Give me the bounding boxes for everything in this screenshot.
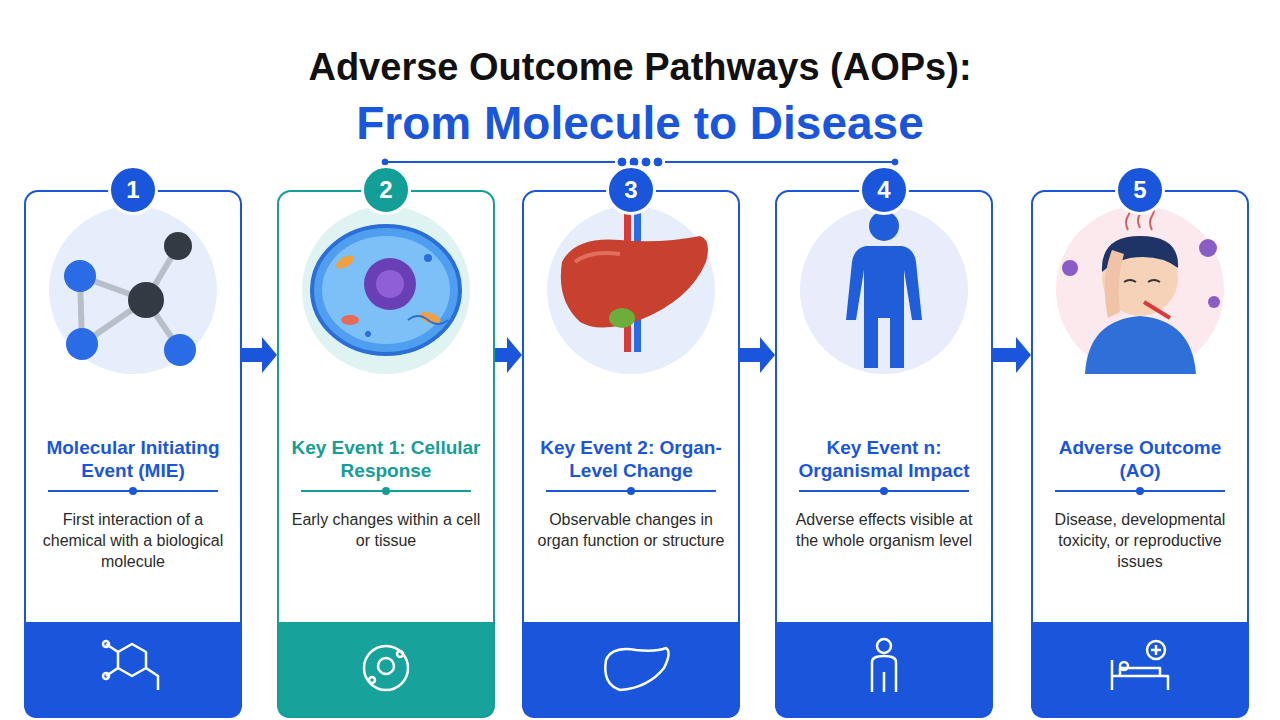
icon-ground: [800, 206, 968, 374]
divider: [546, 490, 716, 492]
divider-dot: [1136, 487, 1144, 495]
stage-card: Adverse Outcome (AO) Disease, development…: [1031, 190, 1249, 718]
stage-heading: Adverse Outcome (AO): [1043, 436, 1237, 482]
sick-person-illustration: [1062, 202, 1220, 374]
step-number: 4: [859, 165, 909, 215]
stage-card: Key Event 1: Cellular ResponseEarly chan…: [277, 190, 495, 718]
stage-card: Molecular Initiating Event (MIE) First in…: [24, 190, 242, 718]
step-number: 2: [361, 165, 411, 215]
step-number: 3: [606, 165, 656, 215]
stage-heading: Key Event n: Organismal Impact: [787, 436, 981, 482]
title: Adverse Outcome Pathways (AOPs):: [0, 46, 1280, 89]
stage-card: Key Event 2: Organ-Level ChangeObservabl…: [522, 190, 740, 718]
flow-arrow: [993, 337, 1031, 373]
divider: [799, 490, 969, 492]
title-rule: [382, 158, 898, 166]
human-illustration: [846, 211, 922, 368]
flow-arrow: [495, 337, 522, 373]
icon-ground: [547, 206, 715, 374]
divider-dot: [627, 487, 635, 495]
icon-ground: [1056, 206, 1224, 374]
divider: [1055, 490, 1225, 492]
stage-heading: Key Event 2: Organ-Level Change: [534, 436, 728, 482]
divider-dot: [382, 487, 390, 495]
stage-description: First interaction of a chemical with a b…: [38, 510, 228, 572]
step-number: 1: [108, 165, 158, 215]
stage-description: Observable changes in organ function or …: [536, 510, 726, 552]
cell-illustration: [312, 226, 460, 354]
stage-heading: Molecular Initiating Event (MIE): [36, 436, 230, 482]
icon-ground: [302, 206, 470, 374]
flow-arrow: [740, 337, 775, 373]
molecule-illustration: [64, 232, 196, 366]
stage-description: Early changes within a cell or tissue: [291, 510, 481, 552]
divider: [48, 490, 218, 492]
subtitle: From Molecule to Disease: [0, 96, 1280, 150]
stage-card: Key Event n: Organismal ImpactAdverse ef…: [775, 190, 993, 718]
icon-ground: [49, 206, 217, 374]
card-band: [24, 622, 1249, 718]
divider: [301, 490, 471, 492]
step-number: 5: [1115, 165, 1165, 215]
flow-arrow: [242, 337, 277, 373]
stage-description: Adverse effects visible at the whole org…: [789, 510, 979, 552]
stage-heading: Key Event 1: Cellular Response: [289, 436, 483, 482]
band-icon: [103, 639, 1168, 692]
liver-illustration: [561, 212, 708, 352]
divider-dot: [880, 487, 888, 495]
stage-description: Disease, developmental toxicity, or repr…: [1045, 510, 1235, 572]
divider-dot: [129, 487, 137, 495]
